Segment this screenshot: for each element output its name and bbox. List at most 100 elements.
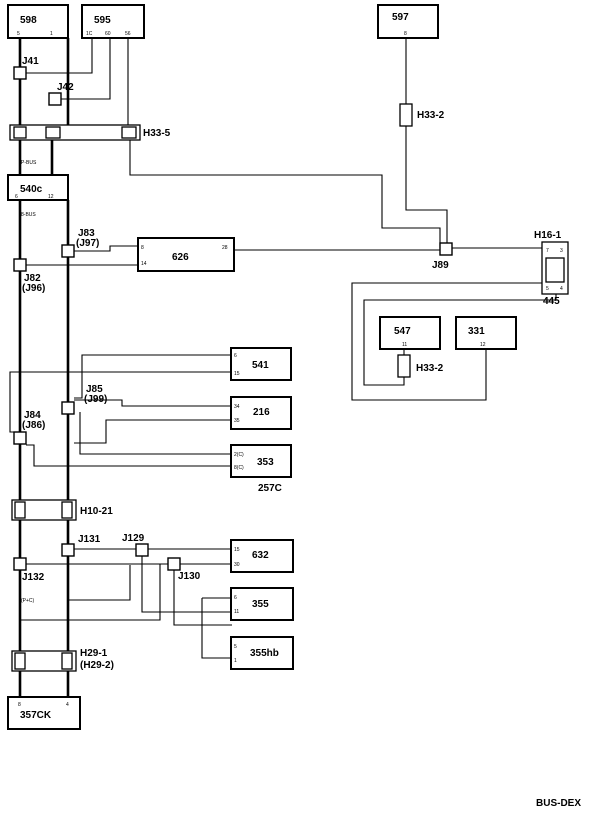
module-597-label: 597 — [392, 12, 409, 23]
junction-j84 — [13, 431, 27, 445]
module-357ck[interactable]: 357CK 8 4 — [7, 696, 81, 730]
svg-text:34: 34 — [234, 404, 240, 410]
h33-2-low-label: H33-2 — [416, 363, 444, 374]
svg-text:4: 4 — [66, 702, 69, 708]
wire-j83-626-a — [68, 245, 140, 252]
h29-2-label: (H29-2) — [80, 660, 114, 671]
junction-j132 — [13, 557, 27, 571]
module-355hb[interactable]: 355hb 51 — [230, 636, 294, 670]
module-353-label: 353 — [257, 457, 274, 468]
module-216-label: 216 — [253, 407, 270, 418]
svg-text:5: 5 — [234, 644, 237, 650]
j42-label: J42 — [57, 82, 74, 93]
wire-j131-j129 — [68, 565, 131, 601]
wire-h33-5-j89 — [129, 140, 441, 248]
wire-595-j42 — [55, 38, 111, 100]
junction-labels: J41 J42 J83 (J97) J82 (J96) J89 J85 (J99… — [22, 56, 449, 583]
module-540c[interactable]: 540c 6 12 — [7, 174, 69, 201]
svg-text:2(C): 2(C) — [234, 452, 244, 458]
module-353[interactable]: 353 2(C) 8(C) — [230, 444, 292, 478]
445-label: 445 — [543, 296, 560, 307]
j86-label: (J86) — [22, 420, 45, 431]
module-540c-label: 540c — [20, 184, 43, 195]
wire-j85-541 — [74, 354, 233, 399]
svg-text:7: 7 — [546, 248, 549, 254]
svg-text:8(C): 8(C) — [234, 465, 244, 471]
svg-text:P-BUS: P-BUS — [21, 160, 37, 166]
svg-text:(P+C): (P+C) — [21, 598, 35, 604]
connector-h33-5: H33-5 — [9, 124, 171, 141]
svg-text:8: 8 — [141, 245, 144, 251]
svg-text:5: 5 — [17, 31, 20, 37]
module-541[interactable]: 541 6 15 — [230, 347, 292, 381]
h29-1-label: H29-1 — [80, 648, 108, 659]
module-595-label: 595 — [94, 15, 111, 26]
wire-j132-j130 — [20, 564, 161, 621]
j89-label: J89 — [432, 260, 449, 271]
svg-text:15: 15 — [234, 371, 240, 377]
junction-j42 — [48, 92, 62, 106]
j99-label: (J99) — [84, 394, 107, 405]
junction-j82 — [13, 258, 27, 272]
svg-text:1C: 1C — [86, 31, 93, 37]
wire-j84-353 — [26, 444, 233, 467]
svg-text:8-BUS: 8-BUS — [21, 212, 36, 218]
connector-h33-2-top: H33-2 — [399, 103, 445, 127]
module-541-label: 541 — [252, 360, 269, 371]
h33-2-top-label: H33-2 — [417, 110, 445, 121]
wire-tags: P-BUS 8-BUS (P+C) — [21, 160, 37, 604]
svg-text:56: 56 — [125, 31, 131, 37]
junction-j85 — [61, 401, 75, 415]
h33-5-label: H33-5 — [143, 128, 171, 139]
svg-text:6: 6 — [15, 194, 18, 200]
j132-label: J132 — [22, 572, 45, 583]
svg-text:8: 8 — [404, 31, 407, 37]
svg-text:30: 30 — [234, 562, 240, 568]
svg-text:5: 5 — [546, 286, 549, 292]
module-216[interactable]: 216 34 35 — [230, 396, 292, 430]
svg-text:11: 11 — [402, 342, 407, 348]
module-357ck-label: 357CK — [20, 710, 52, 721]
module-355-label: 355 — [252, 599, 269, 610]
svg-text:8: 8 — [18, 702, 21, 708]
module-632[interactable]: 632 15 30 — [230, 539, 294, 573]
wire-j85-353 — [79, 412, 233, 455]
module-626-label: 626 — [172, 252, 189, 263]
junction-j41 — [13, 66, 27, 80]
svg-text:12: 12 — [48, 194, 54, 200]
j129-label: J129 — [122, 533, 145, 544]
h16-1-label: H16-1 — [534, 230, 562, 241]
svg-text:1: 1 — [50, 31, 53, 37]
wires — [9, 38, 557, 700]
module-597[interactable]: 597 8 — [377, 4, 439, 39]
wire-595-j41 — [20, 38, 93, 74]
svg-text:15: 15 — [234, 547, 240, 553]
connector-h29-1: H29-1 (H29-2) — [11, 648, 114, 672]
svg-text:35: 35 — [234, 418, 240, 424]
svg-text:4: 4 — [560, 286, 563, 292]
footer-label: BUS-DEX — [536, 798, 581, 809]
module-632-label: 632 — [252, 550, 269, 561]
junctions — [13, 66, 453, 571]
svg-text:11: 11 — [234, 609, 239, 615]
j130-label: J130 — [178, 571, 201, 582]
module-355[interactable]: 355 6 11 — [230, 587, 294, 621]
module-331[interactable]: 331 12 — [455, 316, 517, 350]
module-355hb-label: 355hb — [250, 648, 279, 659]
connector-h10-21: H10-21 — [11, 499, 113, 521]
j97-label: (J97) — [76, 238, 99, 249]
j85-label: J85 — [86, 384, 103, 395]
wire-j85-216-a — [74, 399, 233, 407]
module-598[interactable]: 598 5 1 — [7, 4, 69, 39]
wire-355-355hb — [201, 598, 232, 659]
svg-text:6: 6 — [234, 353, 237, 359]
junction-j83 — [61, 244, 75, 258]
wire-j130-355hb — [173, 564, 232, 626]
module-598-label: 598 — [20, 15, 37, 26]
module-547[interactable]: 547 11 — [379, 316, 441, 350]
svg-text:6: 6 — [234, 595, 237, 601]
wire-h16-1-h33-2 — [363, 292, 557, 386]
